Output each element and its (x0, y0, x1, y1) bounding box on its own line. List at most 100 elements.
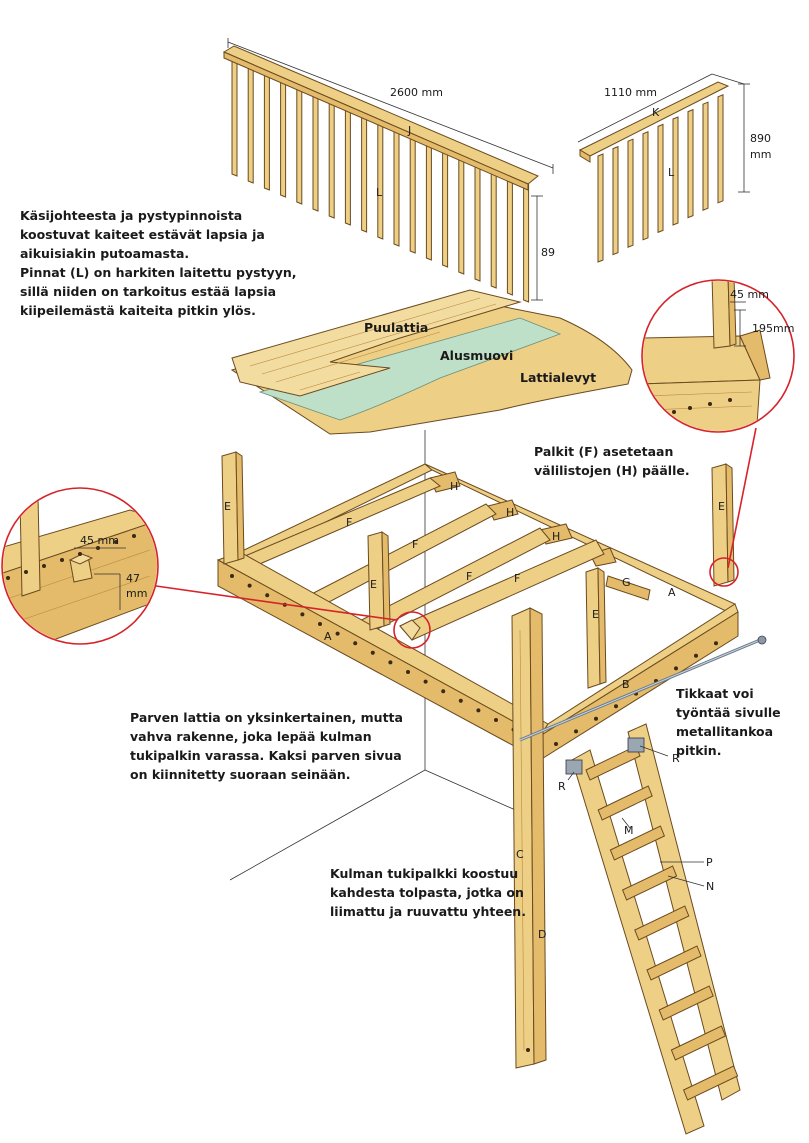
floorboards (231, 289, 522, 397)
screw-hole (494, 718, 498, 722)
underlay (258, 317, 562, 421)
ladder-step (585, 745, 641, 781)
part-e-back: E (718, 500, 725, 513)
screw-hole (132, 534, 136, 538)
part-l-long: L (376, 186, 383, 199)
ladder-step (609, 825, 666, 861)
part-r-right: R (672, 752, 680, 765)
ladder-step (658, 985, 714, 1021)
screw-hole (441, 689, 446, 694)
short-railing (577, 73, 750, 263)
baluster (409, 132, 416, 254)
part-b: B (622, 678, 630, 691)
baluster (296, 83, 303, 205)
detail-right-marker (709, 557, 739, 587)
screw-hole (114, 540, 118, 544)
label-puulattia: Puulattia (364, 320, 428, 335)
screw-hole (353, 641, 358, 646)
dim-long-rail: 2600 mm (390, 86, 443, 99)
part-h-3: H (552, 530, 560, 543)
detail-left-post (19, 495, 41, 597)
baluster (425, 139, 432, 261)
baluster (523, 181, 530, 303)
screw-hole (554, 742, 558, 746)
detail-left-beam-top (3, 509, 157, 575)
dim-detail-left-height-unit: mm (126, 587, 147, 600)
caption-railing: Käsijohteesta ja pystypinnoista koostuva… (20, 208, 301, 318)
screw-hole (594, 716, 598, 721)
loft-frame (216, 430, 767, 1069)
ladder-step (646, 945, 702, 981)
screw-hole (406, 670, 410, 674)
dim-detail-left-height-value: 47 (126, 572, 140, 585)
screw-hole (674, 666, 678, 671)
floor-layers (230, 289, 633, 435)
screw-hole (714, 641, 718, 646)
ladder-step (682, 1065, 739, 1101)
right-back-beam (424, 463, 736, 613)
screw-hole (370, 650, 375, 655)
long-rail-dimension-line (227, 41, 554, 169)
long-railing (222, 38, 554, 303)
ladder (565, 723, 741, 1135)
part-h-1: H (450, 480, 458, 493)
dim-detail-right-height: 195mm (752, 322, 794, 335)
caption-ladder: Tikkaat voi työntää sivulle metallitanko… (676, 686, 785, 758)
baluster (231, 55, 238, 177)
part-a-back: A (668, 586, 676, 599)
screw-hole (476, 708, 481, 713)
part-p: P (706, 856, 713, 869)
part-n: N (706, 880, 714, 893)
ladder-step (597, 785, 653, 821)
support-post-d (529, 607, 547, 1065)
part-l-short: L (668, 166, 675, 179)
baluster (442, 146, 449, 268)
baluster (328, 97, 335, 219)
short-rail-dimension-line (577, 73, 713, 143)
caption-post: Kulman tukipalkki koostuu kahdesta tolpa… (330, 866, 528, 919)
baluster (597, 153, 604, 263)
ladder-step (670, 1025, 727, 1061)
ladder-step (621, 865, 678, 901)
baluster (672, 116, 679, 226)
detail-circle-left (1, 487, 431, 649)
part-m: M (624, 824, 634, 837)
screw-hole (614, 704, 618, 709)
detail-left-circle (1, 487, 159, 645)
screw-hole (335, 631, 340, 636)
detail-right-beam (643, 335, 761, 385)
label-alusmuovi: Alusmuovi (440, 348, 513, 363)
dim-long-rail-height: 89 (541, 246, 555, 259)
baluster (377, 118, 384, 240)
part-f-2: F (412, 538, 418, 551)
baluster (312, 90, 319, 212)
hook-r-left (565, 759, 583, 775)
part-c: C (516, 848, 524, 861)
hook-r-right (627, 737, 645, 753)
screw-hole (60, 558, 64, 562)
screw-hole (423, 679, 428, 684)
baluster (247, 62, 254, 184)
baluster (361, 111, 368, 233)
part-f-1: F (346, 516, 352, 529)
baluster (717, 94, 724, 204)
part-r-left: R (558, 780, 566, 793)
baluster (642, 131, 649, 241)
screw-hole (694, 653, 698, 658)
screw-hole (265, 593, 270, 598)
screw-hole (458, 698, 463, 703)
screw-hole (574, 729, 578, 734)
baluster (393, 125, 400, 247)
dim-rail-height-unit: mm (750, 148, 771, 161)
caption-joists: Palkit (F) asetetaan välilistojen (H) pä… (534, 444, 690, 478)
dim-detail-right-width: 45 mm (730, 288, 769, 301)
baluster (263, 69, 270, 191)
detail-left-beam-face (3, 519, 157, 643)
block-g (605, 575, 651, 601)
baluster (490, 167, 497, 289)
baluster (627, 138, 634, 248)
baluster (458, 153, 465, 275)
screw-hole (24, 570, 28, 574)
part-e-right: E (592, 608, 599, 621)
